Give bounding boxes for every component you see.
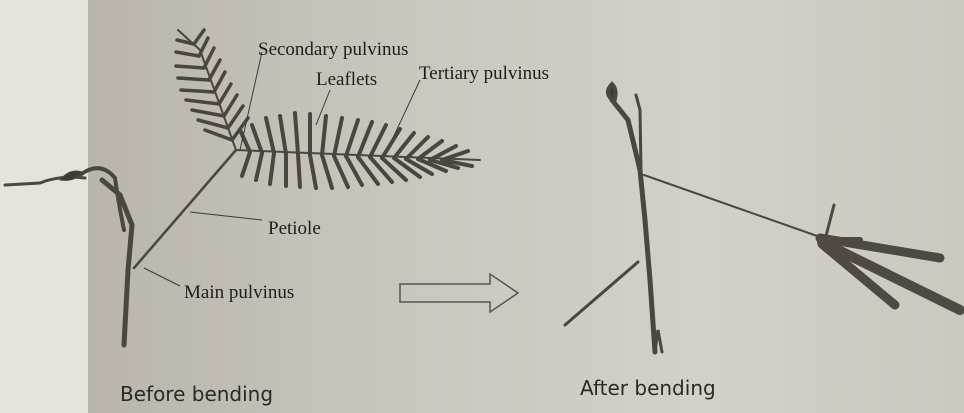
label-main-pulvinus: Main pulvinus bbox=[184, 283, 294, 302]
label-tertiary-pulvinus: Tertiary pulvinus bbox=[419, 64, 549, 83]
before-leaflets bbox=[240, 113, 472, 188]
label-petiole: Petiole bbox=[268, 219, 321, 238]
label-leaflets: Leaflets bbox=[316, 70, 377, 89]
transition-arrow bbox=[400, 274, 518, 312]
after-plant bbox=[565, 84, 820, 352]
caption-before-bending: Before bending bbox=[120, 384, 273, 404]
after-folded-leaves bbox=[820, 205, 960, 310]
caption-after-bending: After bending bbox=[580, 378, 716, 398]
label-secondary-pulvinus: Secondary pulvinus bbox=[258, 40, 408, 59]
